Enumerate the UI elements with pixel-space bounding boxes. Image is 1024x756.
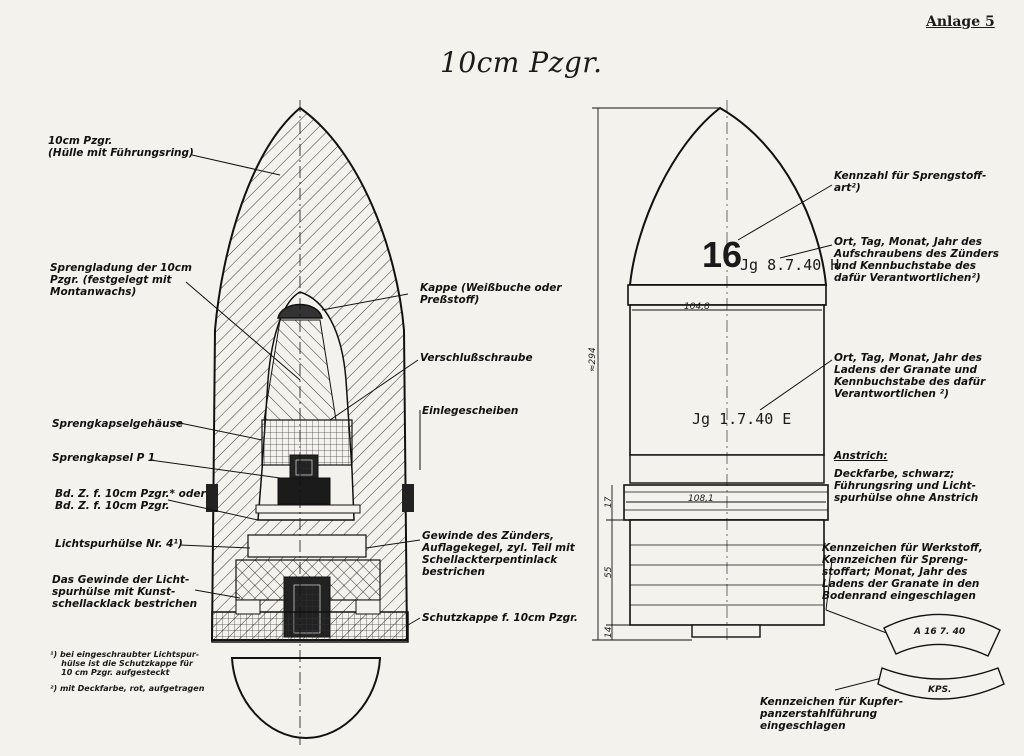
dim-diameter-1: 104,8: [684, 302, 710, 312]
appendix-label: Anlage 5: [926, 14, 995, 30]
page-title: 10cm Pzgr.: [440, 46, 603, 79]
label-tracer: Lichtspurhülse Nr. 4¹): [55, 538, 183, 550]
dimension-lines: [592, 107, 826, 641]
footnote-1: ¹) bei eingeschraubter Lichtspur- hülse …: [50, 650, 200, 677]
section-view: [206, 100, 414, 745]
explosive-code-number: 16: [702, 234, 743, 275]
label-band-mark: Kennzeichen für Kupfer- panzerstahlführu…: [760, 696, 904, 732]
dim-14: 14: [604, 626, 614, 638]
leader-lines-left: [149, 154, 421, 626]
label-cap: Kappe (Weißbuche oder Preßstoff): [420, 282, 562, 306]
label-shell: 10cm Pzgr. (Hülle mit Führungsring): [48, 135, 194, 159]
footnote-2: ²) mit Deckfarbe, rot, aufgetragen: [50, 684, 205, 693]
label-tracer-thread: Das Gewinde der Licht- spurhülse mit Kun…: [52, 574, 198, 610]
dim-diameter-2: 108,1: [688, 494, 714, 504]
label-closing-screw: Verschlußschraube: [420, 352, 533, 364]
ring-stamp-1: A 16 7. 40: [914, 627, 966, 637]
loading-date-stamp: Jg 1.7.40 E: [692, 410, 792, 428]
label-explosive-code: Kennzahl für Sprengstoff- art²): [834, 170, 987, 194]
dim-17: 17: [604, 496, 614, 508]
label-material-mark: Kennzeichen für Werkstoff, Kennzeichen f…: [822, 542, 983, 602]
dim-55: 55: [604, 566, 614, 578]
label-paint-heading: Anstrich:: [834, 450, 888, 462]
external-view: [623, 100, 829, 640]
stamp-rings: [877, 613, 1005, 700]
label-loading-date: Ort, Tag, Monat, Jahr des Ladens der Gra…: [834, 352, 986, 400]
fuze-date-stamp: Jg 8.7.40 H: [740, 256, 840, 274]
label-protective-cap: Schutzkappe f. 10cm Pzgr.: [422, 612, 578, 624]
label-fuze-date: Ort, Tag, Monat, Jahr des Aufschraubens …: [834, 236, 1000, 284]
label-fuze: Bd. Z. f. 10cm Pzgr.* oder Bd. Z. f. 10c…: [55, 488, 206, 512]
label-washers: Einlegescheiben: [422, 405, 519, 417]
label-charge: Sprengladung der 10cm Pzgr. (festgelegt …: [50, 262, 192, 298]
ring-stamp-2: KPS.: [928, 685, 952, 695]
label-detonator: Sprengkapsel P 1: [52, 452, 156, 464]
dim-total-length: ≈294: [588, 347, 598, 372]
label-detonator-housing: Sprengkapselgehäuse: [52, 418, 183, 430]
leader-lines-right: [737, 184, 906, 691]
label-paint: Deckfarbe, schwarz; Führungsring und Lic…: [834, 468, 979, 504]
label-fuze-thread: Gewinde des Zünders, Auflagekegel, zyl. …: [422, 530, 575, 578]
